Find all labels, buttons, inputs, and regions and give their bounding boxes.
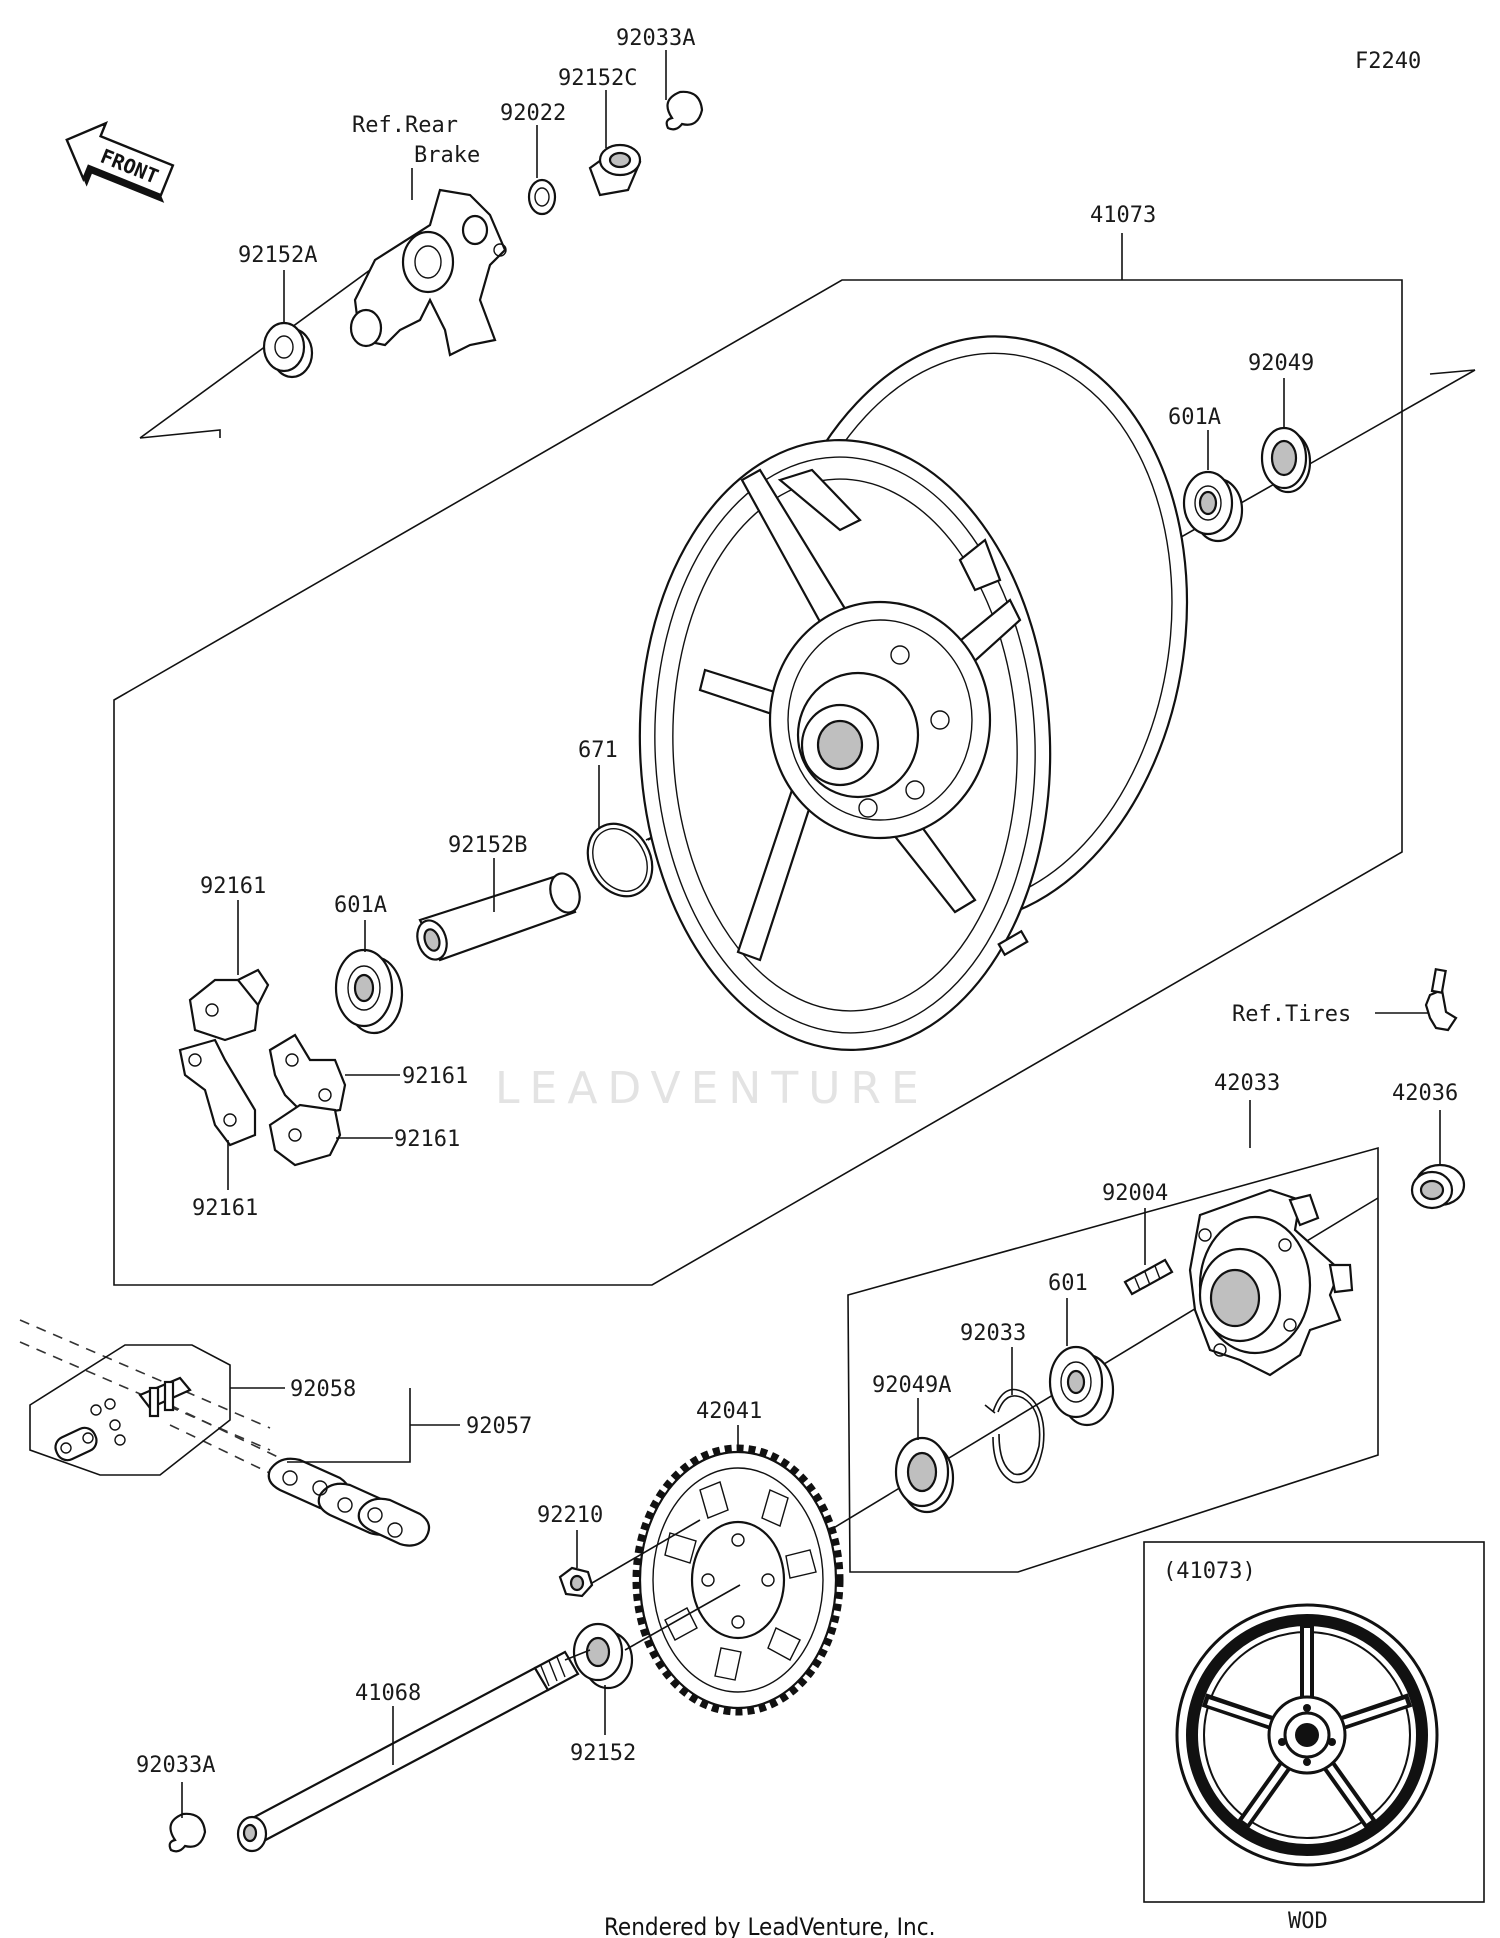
label-92161-top: 92161: [200, 874, 266, 899]
chain-group: 92058 92057: [19, 1319, 532, 1547]
bearing-601: [1048, 1345, 1115, 1427]
inset-caption: WOD: [1288, 1909, 1328, 1934]
damper-92161-top: [188, 968, 270, 1042]
bearing-601A-top: [1182, 470, 1244, 543]
snap-ring-92033A-top: [665, 90, 704, 131]
label-92033: 92033: [960, 1321, 1026, 1346]
label-42033: 42033: [1214, 1071, 1280, 1096]
sprocket-hub-box: 42033 42036 9: [821, 1071, 1466, 1573]
brake-group: 92152A Ref.Rear Brake 92022 92152C: [139, 26, 704, 439]
label-41068: 41068: [355, 1681, 421, 1706]
label-92049A: 92049A: [872, 1373, 951, 1398]
footer-credit: Rendered by LeadVenture, Inc.: [604, 1913, 935, 1938]
washer-92022: [527, 178, 557, 216]
inset-wheel-illustration: [1175, 1603, 1439, 1867]
label-92049: 92049: [1248, 351, 1314, 376]
sprocket-carrier-42033: [1188, 1188, 1354, 1377]
inset-wheel: (41073): [1143, 1541, 1485, 1934]
circlip-92033: [984, 1388, 1045, 1484]
label-92058: 92058: [290, 1377, 356, 1402]
label-brake: Brake: [414, 143, 480, 168]
label-92033A-top: 92033A: [616, 26, 695, 51]
damper-92161-bot: [178, 1038, 257, 1147]
label-92004: 92004: [1102, 1181, 1168, 1206]
collar-92152C: [588, 143, 642, 197]
label-42036: 42036: [1392, 1081, 1458, 1106]
label-ref-rear: Ref.Rear: [352, 113, 458, 138]
nut-92210: [558, 1566, 594, 1598]
diagram-code: F2240: [1355, 49, 1421, 74]
label-ref-tires: Ref.Tires: [1232, 1002, 1351, 1027]
sprocket-42041: [632, 1444, 844, 1716]
collar-92152A: [262, 321, 314, 379]
label-41073: 41073: [1090, 203, 1156, 228]
wheel-group-box: 41073: [113, 203, 1476, 1286]
label-92161-bot: 92161: [192, 1196, 258, 1221]
label-92033A-bottom: 92033A: [136, 1753, 215, 1778]
stud-92004: [1123, 1258, 1174, 1296]
label-671: 671: [578, 738, 618, 763]
label-92152A: 92152A: [238, 243, 317, 268]
label-92152: 92152: [570, 1741, 636, 1766]
master-link-kit-92058: [29, 1344, 231, 1476]
label-601A-left: 601A: [334, 893, 387, 918]
label-601A-top: 601A: [1168, 405, 1221, 430]
valve-stem-ref-tires: [1424, 968, 1458, 1032]
axle-41068: [236, 1650, 580, 1853]
collar-92152: [572, 1622, 634, 1690]
label-92152C: 92152C: [558, 66, 637, 91]
snap-ring-92033A-bottom: [168, 1812, 207, 1853]
label-92022: 92022: [500, 101, 566, 126]
seal-92049: [1260, 426, 1312, 494]
label-92161-mid: 92161: [402, 1064, 468, 1089]
spacer-tube-92152B: [416, 872, 581, 962]
collar-42036: [1410, 1163, 1466, 1210]
label-92152B: 92152B: [448, 833, 527, 858]
label-92057: 92057: [466, 1414, 532, 1439]
label-601: 601: [1048, 1271, 1088, 1296]
svg-text:LEADVENTURE: LEADVENTURE: [495, 1063, 929, 1114]
damper-92161-low: [268, 1103, 342, 1167]
chain-92057: [267, 1457, 431, 1547]
damper-92161-mid: [268, 1033, 347, 1117]
bearing-601A-left: [334, 948, 404, 1035]
front-arrow-icon: FRONT: [65, 121, 175, 203]
label-42041: 42041: [696, 1399, 762, 1424]
label-92161-low: 92161: [394, 1127, 460, 1152]
label-92210: 92210: [537, 1503, 603, 1528]
seal-92049A: [894, 1436, 955, 1514]
o-ring-671: [586, 822, 654, 898]
inset-title: (41073): [1163, 1559, 1256, 1584]
rear-brake-bracket: [349, 188, 507, 357]
rear-wheel-41073: [638, 335, 1189, 1051]
